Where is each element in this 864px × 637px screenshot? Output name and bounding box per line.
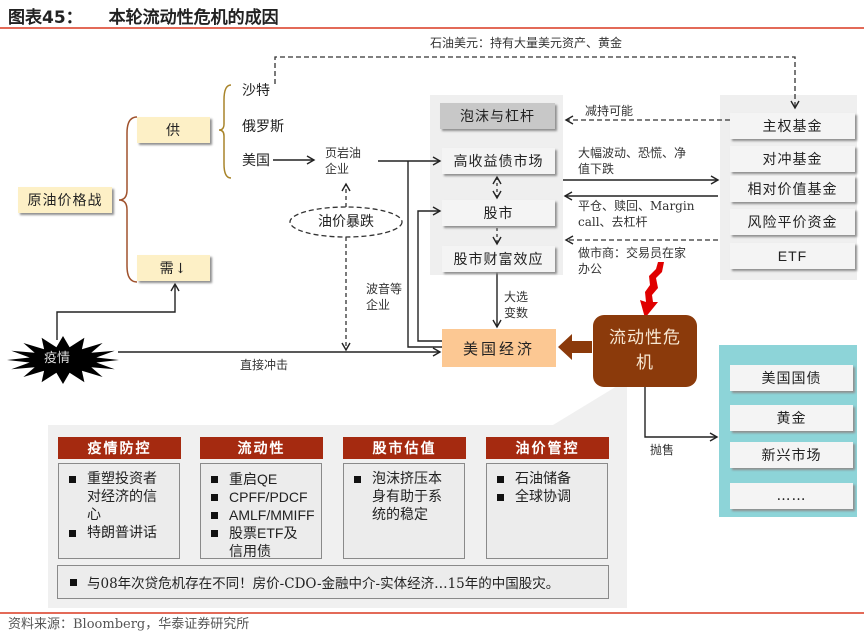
fund-etf: ETF: [730, 243, 855, 269]
petrodollar-arrow: [274, 56, 800, 110]
policy-box-liquidity: 重启QE CPFF/PDCF AMLF/MMIFF 股票ETF及信用债: [200, 463, 322, 559]
asset-label: 新兴市场: [761, 448, 822, 464]
policy-item: 重启QE: [209, 470, 321, 488]
policy-item: 股票ETF及信用债: [209, 524, 305, 560]
us-economy-box: 美国经济: [442, 329, 556, 367]
policy-title: 股市估值: [372, 441, 437, 457]
figure-label: 图表45：: [8, 8, 83, 28]
wealth-effect-box: 股市财富效应: [442, 246, 555, 272]
asset-treasuries: 美国国债: [730, 365, 853, 391]
asset-label: 黄金: [776, 411, 807, 427]
source-footer: 资料来源：Bloomberg，华泰证券研究所: [8, 617, 250, 632]
us-economy-label: 美国经济: [462, 339, 535, 358]
supplier-saudi: 沙特: [242, 83, 270, 99]
asset-label: 美国国债: [761, 371, 822, 387]
policy-item: AMLF/MMIFF: [209, 506, 321, 524]
crisis-to-economy-arrow: [558, 334, 592, 360]
demand-label: 需↓: [159, 261, 188, 277]
economy-to-stock-arrow: [417, 206, 442, 342]
policy-item: 石油储备: [495, 470, 607, 488]
asset-more: ……: [730, 483, 853, 509]
policy-item: 重塑投资者对经济的信心: [67, 470, 161, 524]
deleverage-label: 平仓、赎回、Margin call、去杠杆: [578, 199, 695, 229]
high-yield-label: 高收益债市场: [453, 154, 544, 170]
reduce-label: 减持可能: [585, 104, 634, 118]
supply-box: 供: [137, 117, 210, 143]
fund-risk-parity: 风险平价资金: [730, 209, 855, 235]
fund-label: ETF: [777, 248, 808, 264]
bubble-leverage-box: 泡沫与杠杆: [440, 103, 555, 129]
volatility-label: 大幅波动、恐慌、净值下跌: [578, 146, 687, 176]
policy-header-oil: 油价管控: [486, 437, 609, 459]
market-maker-label: 做市商：交易员在家办公: [578, 246, 687, 276]
note-box: 与08年次贷危机存在不同！房价-CDO-金融中介-实体经济…15年的中国股灾。: [57, 565, 609, 599]
main-brace: [118, 116, 138, 283]
supply-label: 供: [166, 123, 181, 139]
sell-label: 抛售: [650, 443, 675, 457]
policy-box-valuation: 泡沫挤压本身有助于系统的稳定: [343, 463, 465, 559]
oil-crash-label: 油价暴跌: [318, 214, 374, 230]
policy-item: 全球协调: [495, 488, 607, 506]
fund-sovereign: 主权基金: [730, 113, 855, 139]
policy-header-liquidity: 流动性: [200, 437, 323, 459]
figure-title: 图表45： 本轮流动性危机的成因: [8, 3, 279, 28]
policy-title: 油价管控: [515, 441, 580, 457]
bubble-leverage-label: 泡沫与杠杆: [460, 109, 535, 125]
liquidity-crisis-label: 流动性危机: [609, 327, 681, 374]
footer-divider: [0, 612, 864, 614]
supplier-us: 美国: [242, 153, 270, 169]
fund-label: 对冲基金: [762, 152, 823, 168]
petrodollar-label: 石油美元：持有大量美元资产、黄金: [430, 36, 623, 50]
pandemic-label: 疫情: [44, 351, 71, 366]
asset-label: ……: [776, 488, 807, 504]
policy-item: CPFF/PDCF: [209, 488, 321, 506]
policy-title: 疫情防控: [87, 441, 152, 457]
fund-label: 相对价值基金: [747, 182, 838, 198]
fund-relative-value: 相对价值基金: [730, 176, 855, 202]
shale-companies-label: 页岩油企业: [325, 146, 362, 176]
shale-to-economy-line: [407, 161, 442, 348]
policy-item: 特朗普讲话: [67, 524, 171, 542]
policy-item: 泡沫挤压本身有助于系统的稳定: [352, 470, 446, 524]
title-divider: [0, 27, 864, 29]
policy-box-oil: 石油储备 全球协调: [486, 463, 608, 559]
sell-arrow: [644, 387, 719, 442]
fund-label: 主权基金: [762, 119, 823, 135]
high-yield-box: 高收益债市场: [442, 148, 555, 174]
note-text: 与08年次贷危机存在不同！房价-CDO-金融中介-实体经济…15年的中国股灾。: [87, 576, 560, 592]
pandemic-to-demand-arrow: [56, 282, 180, 340]
policy-header-valuation: 股市估值: [343, 437, 466, 459]
fund-hedge: 对冲基金: [730, 146, 855, 172]
demand-box: 需↓: [137, 255, 210, 281]
figure-title-text: 本轮流动性危机的成因: [108, 8, 279, 28]
fund-label: 风险平价资金: [747, 215, 838, 231]
supply-brace: [218, 84, 232, 179]
direct-impact-label: 直接冲击: [240, 358, 289, 372]
policy-callout-panel: [48, 383, 627, 608]
policy-title: 流动性: [237, 441, 286, 457]
asset-gold: 黄金: [730, 405, 853, 431]
lightning-icon: [640, 262, 664, 318]
policy-header-pandemic: 疫情防控: [58, 437, 181, 459]
boeing-label: 波音等企业: [366, 282, 403, 312]
note-bullet-icon: [70, 578, 77, 586]
oil-price-war-label: 原油价格战: [27, 193, 103, 209]
policy-box-pandemic: 重塑投资者对经济的信心 特朗普讲话: [58, 463, 180, 559]
election-label: 大选变数: [504, 290, 529, 320]
asset-emerging: 新兴市场: [730, 442, 853, 468]
pandemic-starburst-icon: [7, 336, 119, 384]
oil-price-war-box: 原油价格战: [18, 187, 112, 213]
supplier-russia: 俄罗斯: [242, 119, 284, 135]
stock-market-box: 股市: [442, 200, 555, 226]
wealth-effect-label: 股市财富效应: [453, 252, 544, 268]
liquidity-crisis-box: 流动性危机: [593, 315, 697, 387]
stock-market-label: 股市: [483, 206, 514, 222]
